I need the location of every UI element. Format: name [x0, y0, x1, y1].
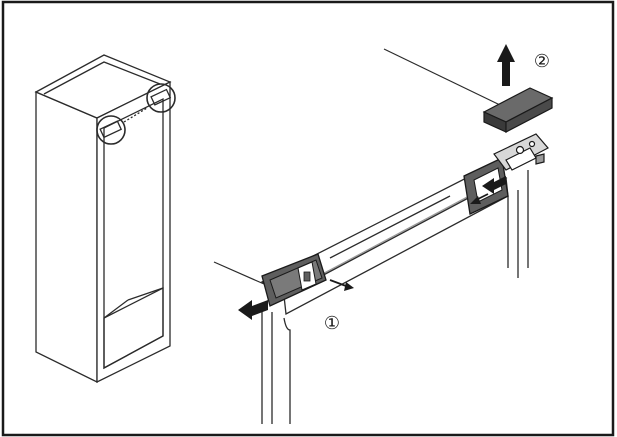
lift-up-arrow: [497, 44, 515, 86]
ceiling-line: [383, 48, 501, 106]
cabinet-overview: [34, 54, 176, 384]
detail-view: ① ②: [213, 44, 554, 424]
left-latch-arrow-in: [329, 279, 354, 291]
right-latch-arrow-out: [482, 176, 506, 194]
right-latch-arrow-in: [470, 193, 489, 204]
hinge-cover: [482, 87, 554, 133]
left-latch: [261, 253, 327, 307]
step-1-marker: ①: [324, 313, 340, 334]
ceiling-line: [213, 261, 265, 285]
step-2-marker: ②: [534, 51, 550, 72]
arrows: [238, 44, 515, 320]
door-frame-right: [507, 170, 529, 278]
hinge-bracket: [493, 133, 549, 171]
step-1-label: ①: [324, 313, 340, 334]
left-latch-arrow-out: [238, 300, 268, 320]
door-frame-left: [261, 306, 291, 424]
step-2-label: ②: [534, 51, 550, 72]
